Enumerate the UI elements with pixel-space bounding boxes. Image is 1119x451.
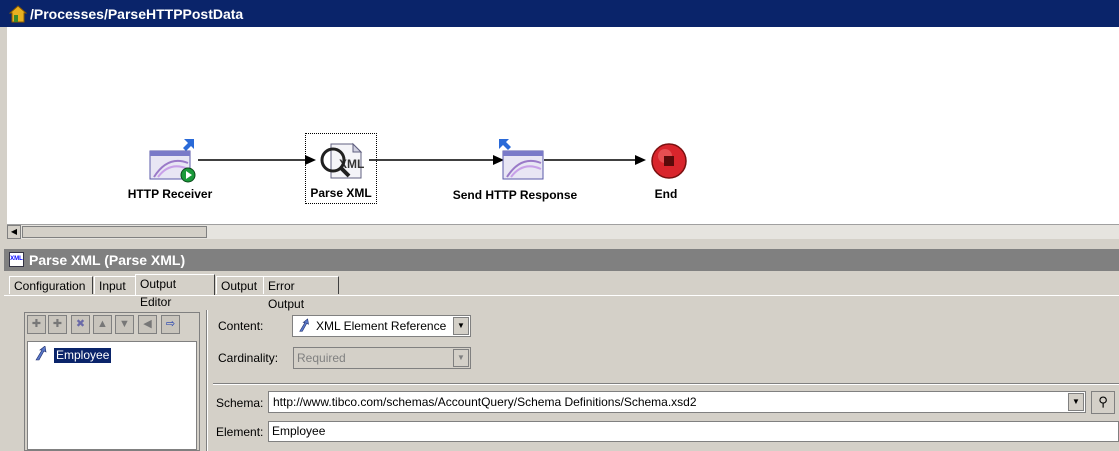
process-icon bbox=[9, 5, 27, 23]
tab-output[interactable]: Output bbox=[216, 276, 266, 294]
move-right-icon[interactable]: ⇨ bbox=[161, 315, 180, 334]
tab-error-output[interactable]: Error Output bbox=[263, 276, 339, 311]
tab-output-editor[interactable]: Output Editor bbox=[135, 274, 215, 309]
schema-value: http://www.tibco.com/schemas/AccountQuer… bbox=[273, 395, 697, 409]
element-value: Employee bbox=[272, 424, 326, 438]
scroll-left-arrow-icon[interactable]: ◀ bbox=[7, 225, 21, 239]
tab-configuration[interactable]: Configuration bbox=[9, 276, 93, 294]
send-http-response-icon bbox=[499, 139, 544, 180]
element-reference-icon bbox=[35, 346, 47, 361]
send-http-response-label: Send HTTP Response bbox=[452, 188, 578, 202]
process-title-bar: /Processes/ParseHTTPPostData bbox=[0, 0, 1119, 27]
send-http-response-node[interactable] bbox=[497, 137, 545, 183]
parse-xml-label: Parse XML bbox=[310, 186, 372, 200]
parse-xml-selection[interactable] bbox=[305, 133, 377, 204]
schema-label: Schema: bbox=[216, 396, 264, 410]
output-tree: Employee bbox=[27, 341, 197, 450]
http-receiver-label: HTTP Receiver bbox=[127, 187, 213, 201]
xml-activity-icon: XML bbox=[9, 252, 24, 267]
move-down-icon[interactable]: ▼ bbox=[115, 315, 134, 334]
content-select[interactable]: XML Element Reference ▼ bbox=[292, 315, 471, 337]
http-receiver-node[interactable] bbox=[148, 137, 198, 183]
process-title: /Processes/ParseHTTPPostData bbox=[30, 6, 244, 22]
end-icon bbox=[651, 143, 687, 179]
form-divider bbox=[213, 383, 1119, 385]
cardinality-select[interactable]: Required ▼ bbox=[293, 347, 471, 369]
element-label: Element: bbox=[216, 425, 264, 439]
cardinality-label: Cardinality: bbox=[218, 351, 279, 365]
add-child-icon[interactable]: ✚ bbox=[48, 315, 67, 334]
content-value: XML Element Reference bbox=[316, 319, 447, 333]
browse-schema-binoculars-icon[interactable]: ⚲ bbox=[1091, 391, 1115, 414]
panel-title-bar: XML Parse XML (Parse XML) bbox=[4, 249, 1119, 271]
tab-divider bbox=[4, 295, 1119, 296]
delete-icon[interactable]: ✖ bbox=[71, 315, 90, 334]
output-tree-panel: ✚ ✚ ✖ ▲ ▼ ◀ ⇨ Employee bbox=[24, 312, 200, 451]
chevron-down-icon[interactable]: ▼ bbox=[453, 317, 469, 335]
schema-select[interactable]: http://www.tibco.com/schemas/AccountQuer… bbox=[268, 391, 1086, 413]
process-canvas[interactable]: HTTP Receiver XML Parse XML Send HTTP Re… bbox=[7, 27, 1119, 224]
scrollbar-thumb[interactable] bbox=[22, 226, 207, 238]
parse-xml-node[interactable]: XML bbox=[317, 140, 365, 182]
parse-xml-icon: XML bbox=[320, 142, 364, 179]
add-icon[interactable]: ✚ bbox=[27, 315, 46, 334]
move-up-icon[interactable]: ▲ bbox=[93, 315, 112, 334]
panel-separator[interactable] bbox=[206, 310, 208, 451]
http-receiver-icon bbox=[149, 139, 196, 183]
tab-input[interactable]: Input bbox=[94, 276, 139, 294]
canvas-horizontal-scrollbar[interactable]: ◀ bbox=[7, 224, 1119, 239]
process-connections bbox=[198, 155, 646, 165]
content-label: Content: bbox=[218, 319, 264, 333]
move-left-icon[interactable]: ◀ bbox=[138, 315, 157, 334]
end-label: End bbox=[654, 187, 678, 201]
chevron-down-icon[interactable]: ▼ bbox=[1068, 393, 1084, 411]
cardinality-value: Required bbox=[297, 351, 346, 365]
element-reference-icon bbox=[299, 318, 309, 332]
tree-item-employee[interactable]: Employee bbox=[54, 348, 112, 363]
element-field[interactable]: Employee bbox=[268, 421, 1119, 442]
chevron-down-icon[interactable]: ▼ bbox=[453, 349, 469, 367]
panel-title: Parse XML (Parse XML) bbox=[29, 252, 186, 268]
end-node[interactable] bbox=[650, 142, 688, 180]
